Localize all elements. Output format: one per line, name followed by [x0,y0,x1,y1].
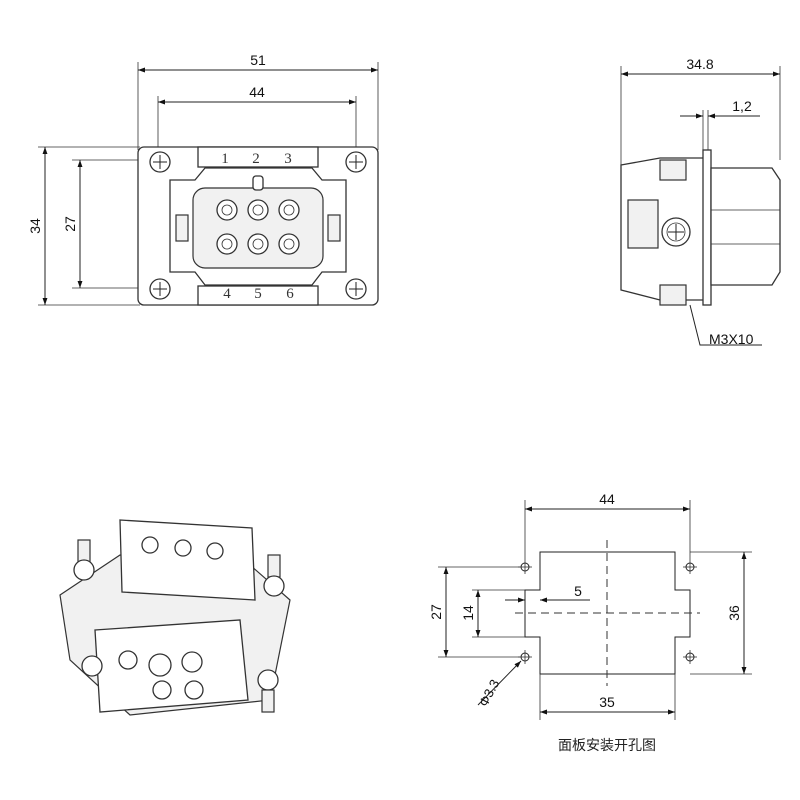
contact-pin-icon [216,233,238,255]
dim-27-front-label: 27 [62,216,78,232]
mount-screw-icon [345,278,367,300]
side-view: 34.8 1,2 M3X10 [620,56,781,347]
ground-screw-icon [661,217,691,247]
cutout-caption: 面板安装开孔图 [558,738,656,754]
mount-hole-icon [683,650,697,664]
mount-hole-icon [518,560,532,574]
mount-screw-icon [149,151,171,173]
mount-screw-icon [149,278,171,300]
contact-pin-icon [278,233,300,255]
dim-51-label: 51 [250,52,266,68]
pin-number-4: 4 [223,286,231,302]
hole-diameter-label: Φ3.3 [476,677,503,709]
dim-35-label: 35 [599,694,615,710]
pin-number-5: 5 [254,286,262,302]
dim-44-cutout-label: 44 [599,491,615,507]
dim-44-front-label: 44 [249,84,265,100]
isometric-view [59,519,291,716]
pin-number-6: 6 [286,286,294,302]
dim-5-label: 5 [574,583,582,599]
mount-hole-icon [683,560,697,574]
mount-screw-icon [345,151,367,173]
pin-number-3: 3 [284,151,292,167]
pin-number-2: 2 [252,151,260,167]
dim-34-8-label: 34.8 [686,56,713,72]
dim-36-label: 36 [726,605,742,621]
panel-cutout-view: 44 27 14 5 36 35 Φ [428,491,752,754]
dim-1-2-label: 1,2 [732,98,752,114]
front-view: 51 44 34 27 [27,52,379,306]
contact-pin-icon [247,233,269,255]
pin-number-1: 1 [221,151,229,167]
dim-27-cutout-label: 27 [428,604,444,620]
dim-34-label: 34 [27,218,43,234]
contact-pin-icon [216,199,238,221]
screw-size-label: M3X10 [709,331,754,347]
mount-hole-icon [518,650,532,664]
contact-pin-icon [278,199,300,221]
dim-14-label: 14 [460,605,476,621]
contact-pin-icon [247,199,269,221]
